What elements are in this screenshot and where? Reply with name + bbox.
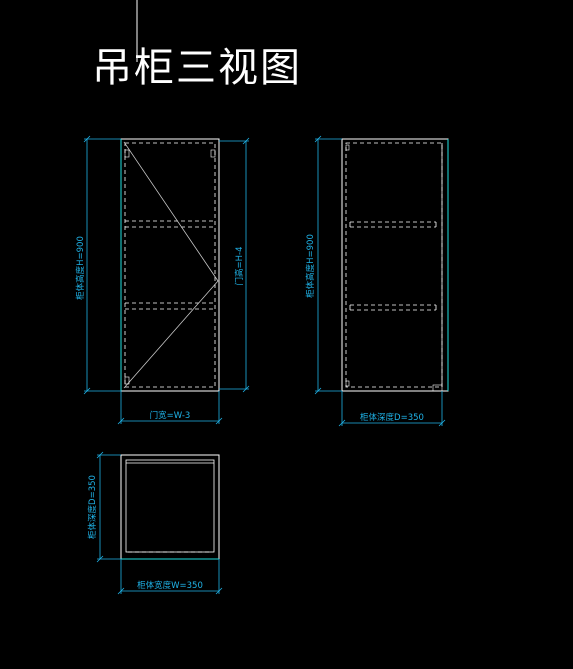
side-outline (341, 138, 449, 392)
side-height-label: 柜体高度H=900 (305, 234, 316, 298)
side-view (341, 138, 449, 392)
side-mark-top (345, 144, 350, 151)
side-depth-label: 柜体深度D=350 (360, 412, 424, 423)
top-view (120, 454, 220, 560)
drawing-title: 吊柜三视图 (92, 45, 302, 91)
front-height-label: 柜体高度H=900 (75, 236, 86, 300)
top-depth-label: 柜体深度D=350 (87, 475, 98, 539)
top-inner (125, 459, 215, 553)
front-outline (120, 138, 220, 392)
front-door-width-label: 门宽=W-3 (150, 410, 191, 421)
front-inner-dashed (124, 142, 216, 388)
side-dimensions (314, 135, 446, 427)
top-dimensions (96, 451, 223, 595)
top-outline (120, 454, 220, 560)
front-door-height-label: 门高=H-4 (234, 247, 245, 286)
hinge-right-top (210, 149, 216, 158)
front-dimensions (83, 135, 250, 425)
side-foot-mark (432, 384, 443, 392)
side-mark-bottom (345, 380, 350, 387)
side-inner-dashed (345, 142, 443, 388)
front-view (120, 138, 220, 392)
hinge-left-top (124, 149, 130, 158)
door-swing-indicator (123, 141, 219, 389)
hinge-left-bottom (124, 376, 130, 385)
top-width-label: 柜体宽度W=350 (137, 580, 203, 591)
